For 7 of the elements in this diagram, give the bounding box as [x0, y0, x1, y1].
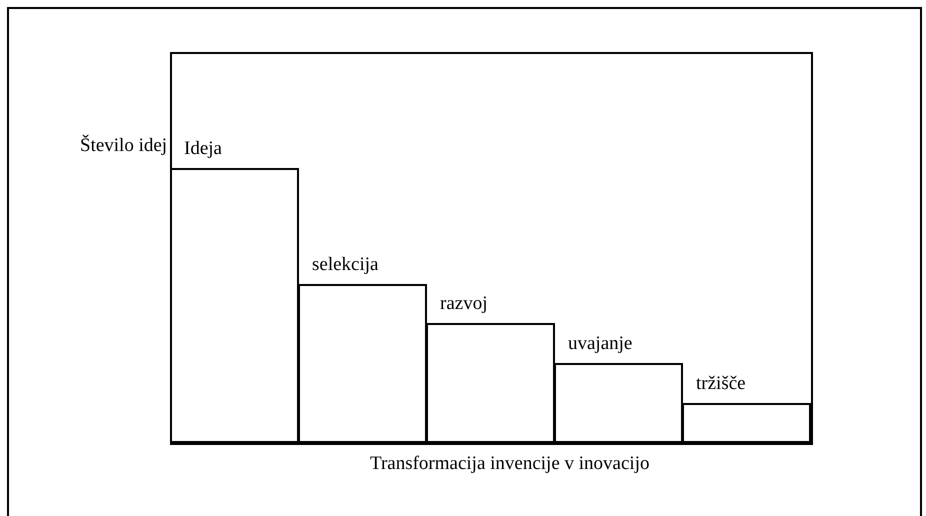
step-label: razvoj: [439, 292, 488, 316]
step-label: Ideja: [183, 137, 223, 161]
step-label: uvajanje: [567, 332, 634, 356]
step-label: selekcija: [311, 253, 380, 277]
axis-label: Transformacija invencije v inovacijo: [370, 452, 650, 476]
axis-label: Število idej: [80, 134, 168, 158]
step-label: tržišče: [695, 372, 747, 396]
